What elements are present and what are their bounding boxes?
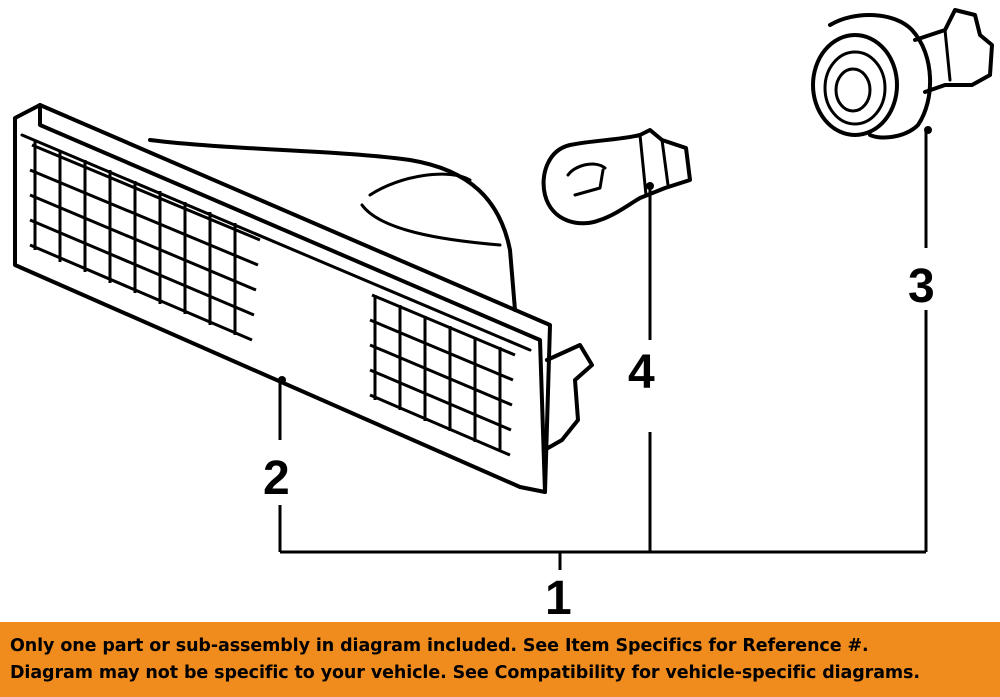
lens-grid-left bbox=[29, 140, 261, 342]
callout-2: 2 bbox=[263, 452, 290, 505]
bulb bbox=[541, 128, 692, 226]
leader-lines bbox=[278, 126, 932, 570]
callout-1: 1 bbox=[545, 572, 572, 622]
disclaimer-banner: Only one part or sub-assembly in diagram… bbox=[0, 622, 1000, 697]
socket bbox=[811, 8, 994, 140]
lens-grid-right bbox=[369, 293, 516, 457]
callout-3: 3 bbox=[908, 260, 935, 313]
lamp-lens-assembly bbox=[13, 103, 594, 494]
disclaimer-line-1: Only one part or sub-assembly in diagram… bbox=[10, 636, 869, 656]
parts-diagram: 2 4 3 1 bbox=[13, 8, 994, 622]
disclaimer-line-2: Diagram may not be specific to your vehi… bbox=[10, 663, 920, 683]
callout-4: 4 bbox=[628, 346, 655, 399]
